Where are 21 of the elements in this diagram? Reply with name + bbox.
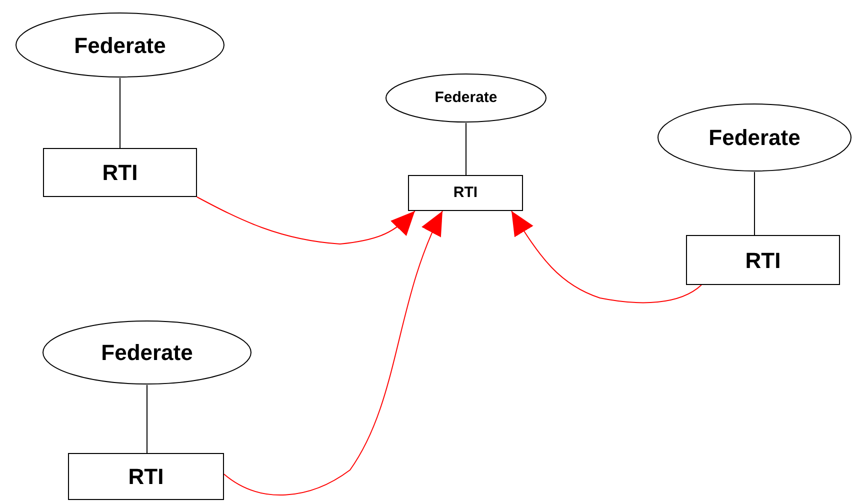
curved-arrow bbox=[511, 210, 702, 304]
node-label: Federate bbox=[434, 88, 498, 108]
federate-ellipse bbox=[657, 103, 852, 172]
node-label: RTI bbox=[745, 246, 781, 274]
curved-arrow bbox=[196, 196, 416, 244]
rti-box bbox=[43, 148, 197, 197]
connector-line bbox=[754, 172, 755, 236]
rti-box bbox=[686, 235, 840, 285]
rti-box bbox=[408, 175, 523, 211]
node-label: RTI bbox=[102, 159, 138, 187]
connector-line bbox=[146, 384, 148, 454]
node-label: Federate bbox=[74, 32, 166, 60]
curved-arrow bbox=[224, 210, 443, 496]
node-label: Federate bbox=[708, 124, 800, 152]
federate-ellipse bbox=[42, 320, 252, 385]
node-label: Federate bbox=[101, 339, 193, 367]
rti-box bbox=[68, 453, 224, 500]
federate-ellipse bbox=[15, 12, 225, 78]
node-label: RTI bbox=[128, 463, 164, 491]
node-label: RTI bbox=[453, 182, 478, 203]
federate-ellipse bbox=[385, 73, 547, 123]
